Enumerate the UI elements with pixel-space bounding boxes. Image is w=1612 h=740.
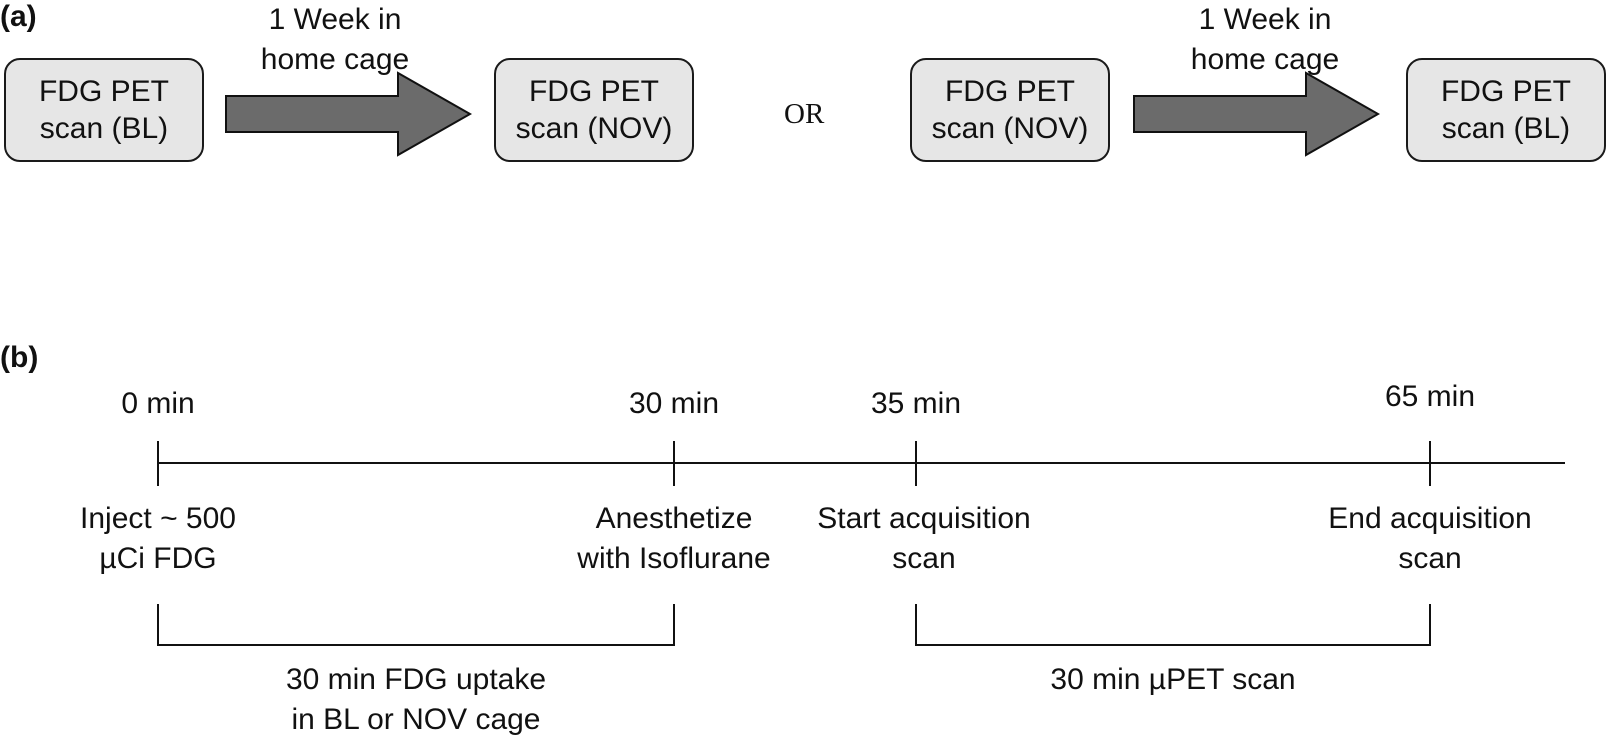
box-scan-bl-left: FDG PET scan (BL): [4, 58, 204, 162]
arrow-label-line-1: 1 Week in: [268, 3, 402, 36]
arrow-week-right: [1133, 71, 1381, 157]
box-line-1: FDG PET: [38, 75, 169, 108]
event-line-2: µCi FDG: [99, 542, 217, 575]
event-line-2: scan: [1398, 542, 1462, 575]
interval-line-1: 30 min µPET scan: [1050, 663, 1296, 696]
box-scan-nov-left: FDG PET scan (NOV): [494, 58, 694, 162]
event-line-2: scan: [892, 542, 956, 575]
box-scan-bl-right: FDG PET scan (BL): [1406, 58, 1606, 162]
or-separator: OR: [784, 98, 825, 130]
event-end-scan: End acquisition scan: [1328, 499, 1531, 579]
arrow-label-right: 1 Week in home cage: [1191, 0, 1339, 80]
event-line-2: with Isoflurane: [577, 542, 771, 575]
box-line-1: FDG PET: [528, 75, 659, 108]
interval-line-1: 30 min FDG uptake: [285, 663, 547, 696]
event-line-1: Start acquisition: [817, 502, 1031, 535]
arrow-label-line-2: home cage: [260, 43, 410, 76]
interval-scan-label: 30 min µPET scan: [1050, 660, 1295, 700]
box-line-1: FDG PET: [944, 75, 1075, 108]
time-label-0: 0 min: [121, 387, 195, 420]
bracket-uptake: [157, 604, 675, 646]
event-inject: Inject ~ 500 µCi FDG: [80, 499, 236, 579]
interval-uptake-label: 30 min FDG uptake in BL or NOV cage: [286, 660, 546, 740]
arrow-week-left: [225, 71, 473, 157]
bracket-scan: [915, 604, 1431, 646]
event-line-1: End acquisition: [1328, 502, 1532, 535]
interval-line-2: in BL or NOV cage: [291, 703, 541, 736]
time-label-35: 35 min: [870, 387, 962, 420]
event-line-1: Anesthetize: [595, 502, 753, 535]
box-scan-nov-right: FDG PET scan (NOV): [910, 58, 1110, 162]
box-line-2: scan (BL): [1441, 112, 1571, 145]
box-line-2: scan (NOV): [931, 112, 1089, 145]
box-line-2: scan (NOV): [515, 112, 673, 145]
event-line-1: Inject ~ 500: [80, 502, 236, 535]
arrow-label-line-2: home cage: [1190, 43, 1340, 76]
time-label-65: 65 min: [1384, 380, 1476, 413]
time-label-30: 30 min: [628, 387, 720, 420]
box-line-1: FDG PET: [1440, 75, 1571, 108]
event-start-scan: Start acquisition scan: [817, 499, 1030, 579]
box-line-2: scan (BL): [39, 112, 169, 145]
arrow-label-line-1: 1 Week in: [1198, 3, 1332, 36]
arrow-label-left: 1 Week in home cage: [261, 0, 409, 80]
panel-b-label: (b): [0, 341, 39, 374]
event-anesthetize: Anesthetize with Isoflurane: [577, 499, 770, 579]
panel-a-label: (a): [0, 0, 37, 33]
